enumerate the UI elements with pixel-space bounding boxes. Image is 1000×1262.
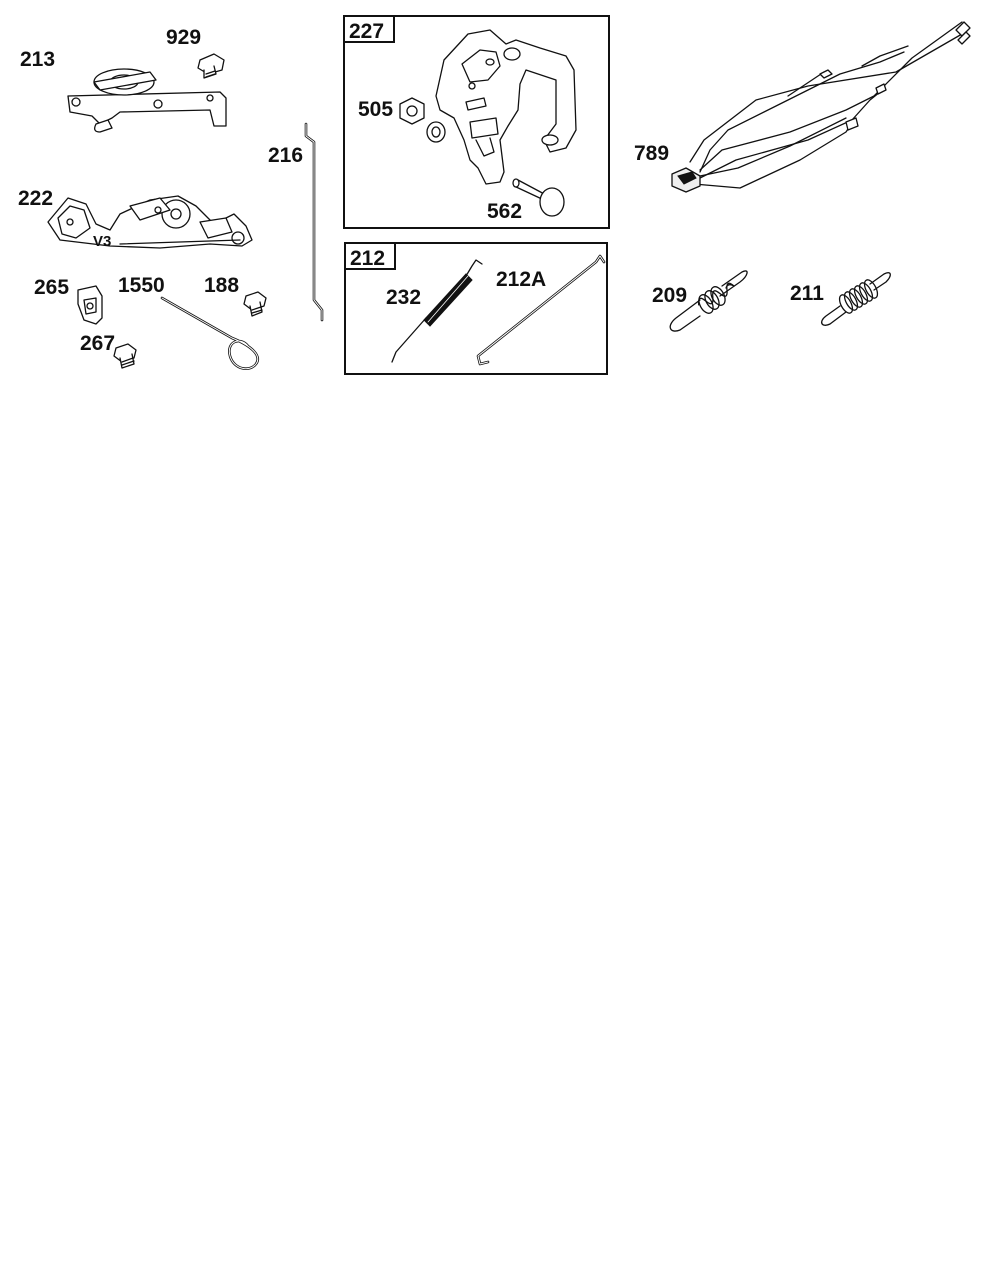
- callout-789: 789: [634, 142, 669, 165]
- box-212-label: 212: [350, 247, 385, 270]
- part-213-bracket: [67, 68, 227, 133]
- callout-929: 929: [166, 26, 201, 49]
- callout-1550: 1550: [118, 274, 165, 297]
- part-212a-link: [476, 254, 606, 366]
- mark-v3: V3: [93, 233, 111, 250]
- callout-222: 222: [18, 187, 53, 210]
- part-209-spring: [669, 270, 748, 332]
- callout-267: 267: [80, 332, 115, 355]
- callout-188: 188: [204, 274, 239, 297]
- part-562-bolt: [512, 178, 565, 217]
- part-505-nut: [399, 97, 446, 143]
- part-222-control-bracket: [47, 195, 253, 249]
- callout-562: 562: [487, 200, 522, 223]
- callout-216: 216: [268, 144, 303, 167]
- part-211-spring: [821, 272, 891, 326]
- part-188-screw: [243, 291, 267, 317]
- part-232-spring: [391, 259, 483, 363]
- callout-209: 209: [652, 284, 687, 307]
- box-227: 227 505 562: [343, 15, 610, 229]
- callout-232: 232: [386, 286, 421, 309]
- callout-211: 211: [790, 282, 824, 305]
- callout-212a: 212A: [496, 268, 546, 291]
- box-212: 212 232 212A: [344, 242, 608, 375]
- part-789-harness: [671, 21, 971, 193]
- part-1550-wire: [160, 296, 259, 370]
- part-267-screw: [113, 343, 137, 369]
- callout-505: 505: [358, 98, 393, 121]
- callout-265: 265: [34, 276, 69, 299]
- box-227-label: 227: [349, 20, 384, 43]
- callout-213: 213: [20, 48, 55, 71]
- part-216-rod: [304, 122, 324, 322]
- part-929-screw: [197, 53, 225, 79]
- part-265-clamp: [77, 285, 103, 325]
- part-227-control-plate: [435, 29, 577, 185]
